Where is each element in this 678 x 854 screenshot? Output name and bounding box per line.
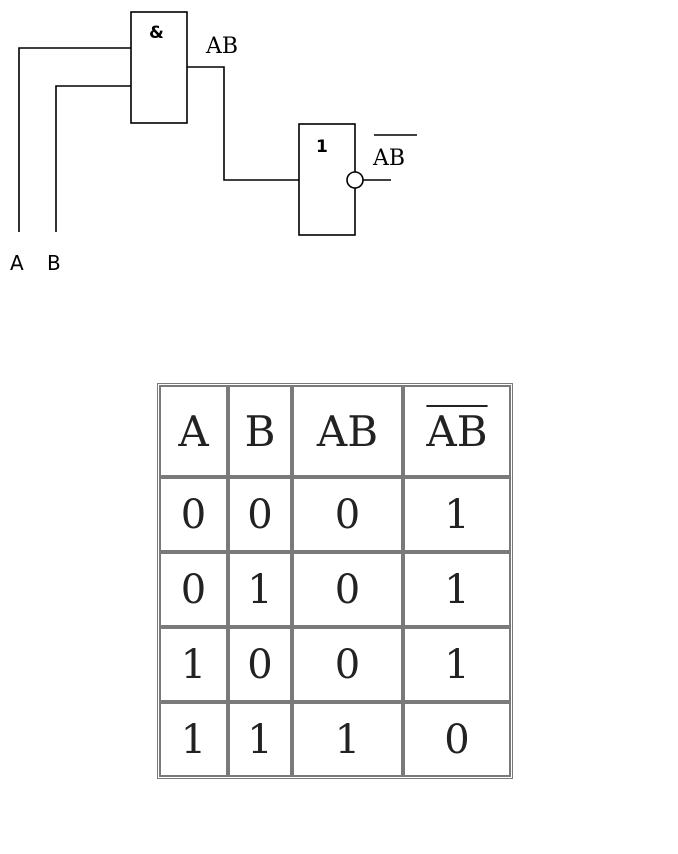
not-output-label: AB	[372, 146, 405, 171]
table-cell: 0	[292, 627, 403, 702]
input-a-wire	[18, 47, 131, 232]
table-row: 1 1 1 0	[159, 702, 511, 777]
table-cell: 1	[292, 702, 403, 777]
table-row: 0 1 0 1	[159, 552, 511, 627]
table-cell: 1	[403, 477, 511, 552]
logic-circuit-diagram: & AB 1 AB A B	[10, 11, 417, 275]
table-cell: 1	[403, 627, 511, 702]
not-gate-symbol: 1	[316, 137, 328, 157]
table-cell: 1	[228, 702, 292, 777]
input-a-label: A	[10, 251, 24, 275]
header-not-ab-text: AB	[426, 406, 488, 456]
header-b: B	[228, 385, 292, 477]
table-row: 1 0 0 1	[159, 627, 511, 702]
table-row: 0 0 0 1	[159, 477, 511, 552]
and-gate-symbol: &	[149, 23, 164, 43]
table-cell: 1	[159, 702, 228, 777]
table-cell: 0	[159, 477, 228, 552]
and-output-label: AB	[205, 34, 238, 59]
input-b-label: B	[47, 251, 61, 275]
inversion-bubble	[346, 171, 364, 189]
table-cell: 0	[228, 477, 292, 552]
table-cell: 0	[292, 552, 403, 627]
table-cell: 1	[228, 552, 292, 627]
table-cell: 1	[403, 552, 511, 627]
and-gate	[130, 11, 188, 124]
header-not-ab: AB	[403, 385, 511, 477]
table-cell: 0	[403, 702, 511, 777]
table-cell: 0	[228, 627, 292, 702]
truth-table-header-row: A B AB AB	[159, 385, 511, 477]
not-gate	[298, 123, 356, 236]
header-ab: AB	[292, 385, 403, 477]
table-cell: 1	[159, 627, 228, 702]
truth-table: A B AB AB 0 0 0 1 0 1 0 1 1 0 0 1 1 1 1 …	[157, 383, 513, 779]
table-cell: 0	[159, 552, 228, 627]
header-a: A	[159, 385, 228, 477]
and-output-wire	[187, 66, 299, 181]
input-b-wire	[55, 85, 131, 232]
table-cell: 0	[292, 477, 403, 552]
